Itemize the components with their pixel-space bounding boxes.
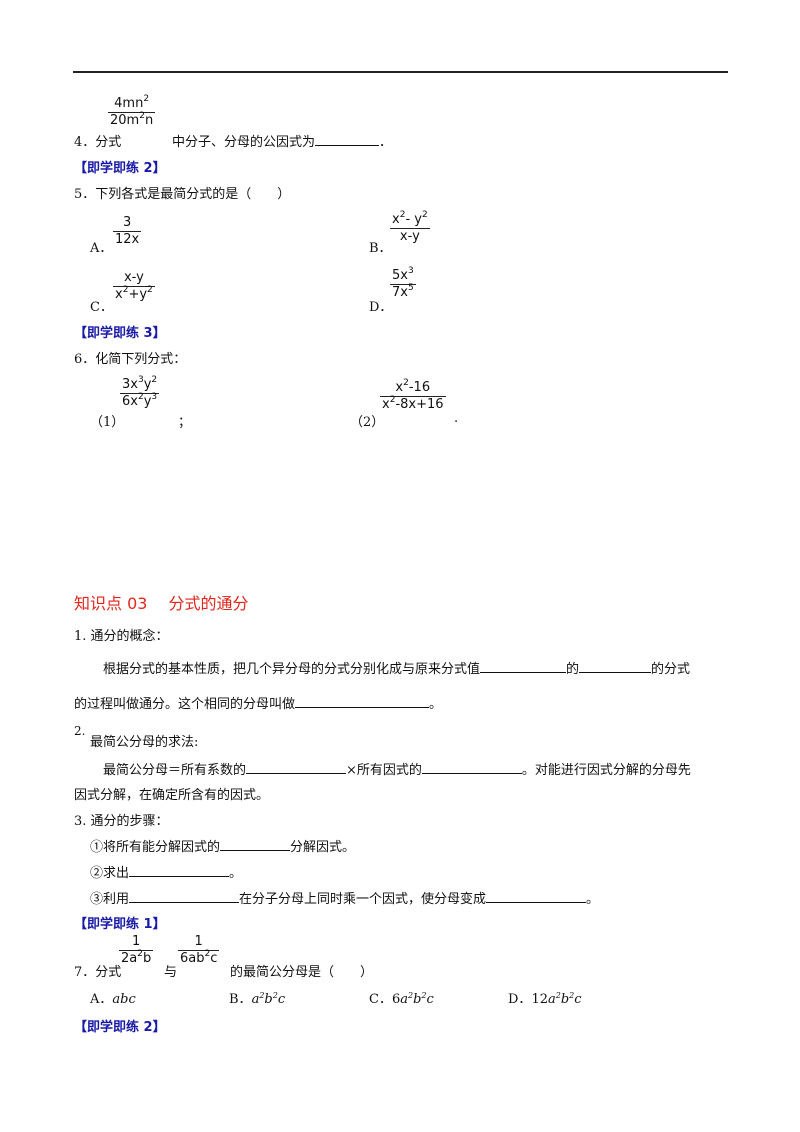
q6-part2-end: . — [454, 411, 459, 426]
q7-mid: 与 — [164, 965, 178, 980]
q4-text: 4．分式 — [74, 135, 122, 150]
k1-blank-1 — [480, 660, 567, 673]
q5-option-a-fraction: 3 12x — [113, 215, 142, 247]
q5-option-d-label: D． — [369, 300, 393, 315]
q4-text-suffix: 中分子、分母的公因式为． — [172, 133, 393, 150]
header-rule — [73, 71, 728, 73]
q5-option-c-label: C． — [90, 300, 113, 315]
practice-tag: 【即学即练 1】 — [74, 917, 166, 932]
k2-head: 最简公分母的求法: — [90, 735, 199, 750]
k3-step1: ①将所有能分解因式的分解因式。 — [90, 838, 356, 855]
k3-blank-3 — [129, 890, 240, 903]
k3-blank-4 — [486, 890, 587, 903]
k3-step3: ③利用在分子分母上同时乘一个因式，使分母变成。 — [90, 890, 600, 907]
k3-head: 3. 通分的步骤： — [74, 814, 169, 829]
q7-option-b: B．a2b2c — [229, 991, 286, 1008]
k2-line2: 因式分解，在确定所含有的因式。 — [74, 788, 270, 803]
q5-option-b-fraction: x2- y2 x-y — [390, 210, 430, 244]
k1-line1: 根据分式的基本性质，把几个异分母的分式分别化成与原来分式值的的分式 — [103, 660, 691, 677]
q6-part1-end: ； — [178, 415, 192, 430]
k2-blank-1 — [246, 761, 347, 774]
q7-option-a: A．abc — [90, 992, 136, 1007]
k3-blank-1 — [220, 838, 291, 851]
q5-stem: 5．下列各式是最简分式的是（ ） — [74, 187, 291, 202]
practice-tag: 【即学即练 2】 — [74, 1020, 166, 1035]
section-title: 知识点 03 分式的通分 — [74, 594, 249, 613]
q7-suffix: 的最简公分母是（ ） — [230, 965, 374, 980]
k1-head: 1. 通分的概念： — [74, 629, 169, 644]
q7-fraction-1: 1 2a2b — [119, 934, 154, 966]
k2-number: 2. — [74, 724, 86, 738]
q7-fraction-2: 1 6ab2c — [178, 934, 220, 966]
q5-option-d-fraction: 5x3 7x5 — [390, 266, 416, 300]
k2-blank-2 — [421, 761, 522, 774]
k1-blank-3 — [295, 695, 430, 708]
q6-stem: 6．化简下列分式： — [74, 352, 187, 367]
q7-option-d: D．12a2b2c — [508, 991, 582, 1008]
k1-blank-2 — [579, 660, 652, 673]
q7-option-c: C．6a2b2c — [369, 991, 434, 1008]
q4-fraction: 4mn2 20m2n — [108, 94, 156, 128]
k1-line2: 的过程叫做通分。这个相同的分母叫做。 — [74, 695, 443, 712]
practice-tag: 【即学即练 3】 — [74, 326, 166, 341]
k3-blank-2 — [129, 864, 230, 877]
q7-prefix: 7．分式 — [74, 965, 122, 980]
practice-tag: 【即学即练 2】 — [74, 161, 166, 176]
k3-step2: ②求出。 — [90, 864, 243, 881]
q5-option-b-label: B． — [369, 241, 392, 256]
q6-part2-fraction: x2-16 x2-8x+16 — [380, 378, 446, 412]
k2-line1: 最简公分母＝所有系数的×所有因式的。对能进行因式分解的分母先 — [103, 761, 691, 778]
q5-option-a-label: A． — [90, 241, 113, 256]
q5-option-c-fraction: x-y x2+y2 — [113, 270, 155, 302]
q6-part1-label: （1） — [90, 415, 125, 430]
q6-part2-label: （2） — [350, 415, 385, 430]
q6-part1-fraction: 3x3y2 6x2y3 — [120, 375, 160, 409]
q4-blank — [315, 133, 380, 146]
